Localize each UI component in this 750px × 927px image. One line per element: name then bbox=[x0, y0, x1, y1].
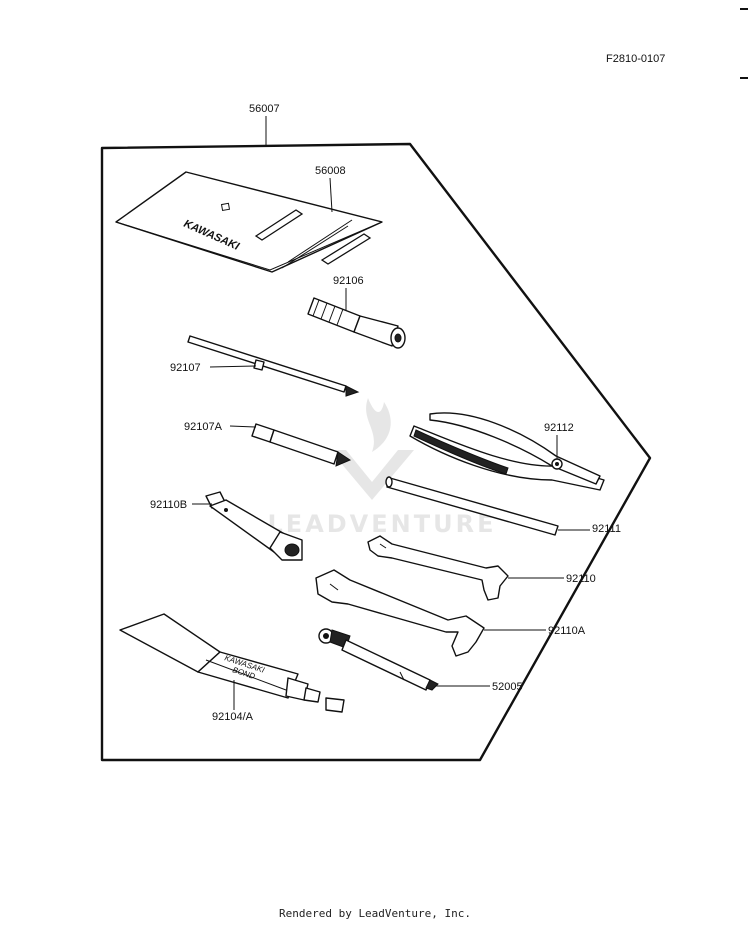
label-56008: 56008 bbox=[315, 165, 346, 177]
watermark-text: LEADVENTURE bbox=[268, 510, 497, 538]
label-92104A: 92104/A bbox=[212, 711, 254, 723]
open-end-wrench-large bbox=[315, 569, 485, 657]
label-52005: 52005 bbox=[492, 681, 523, 693]
bond-tube: KAWASAKI BOND bbox=[119, 613, 345, 713]
label-92110A: 92110A bbox=[548, 625, 586, 637]
screwdriver-handle bbox=[307, 297, 406, 349]
corner-mark-middle bbox=[740, 77, 748, 79]
footer-credit: Rendered by LeadVenture, Inc. bbox=[278, 907, 472, 920]
spark-plug-tool bbox=[318, 628, 439, 691]
label-92107: 92107 bbox=[170, 362, 201, 374]
kit-outline bbox=[100, 142, 652, 762]
screwdriver-bit-short bbox=[251, 423, 352, 467]
leader-92107 bbox=[209, 365, 257, 368]
pliers bbox=[409, 412, 605, 491]
corner-mark-top bbox=[740, 8, 748, 10]
tool-pouch: KAWASAKI bbox=[115, 171, 383, 273]
label-92107A: 92107A bbox=[184, 421, 223, 433]
box-wrench bbox=[205, 491, 303, 561]
label-92112: 92112 bbox=[544, 422, 574, 434]
label-92111: 92111 bbox=[592, 523, 621, 535]
label-92110B: 92110B bbox=[150, 499, 187, 511]
leader-56008 bbox=[329, 177, 333, 213]
label-56007: 56007 bbox=[249, 103, 280, 115]
leadventure-watermark: LEADVENTURE bbox=[268, 398, 497, 538]
tommy-bar bbox=[385, 476, 559, 536]
label-92110: 92110 bbox=[566, 573, 596, 585]
figure-code: F2810-0107 bbox=[606, 53, 665, 65]
label-92106: 92106 bbox=[333, 275, 364, 287]
open-end-wrench-small bbox=[367, 535, 509, 601]
screwdriver-bit-long bbox=[187, 335, 360, 397]
leader-92107A bbox=[229, 425, 257, 428]
